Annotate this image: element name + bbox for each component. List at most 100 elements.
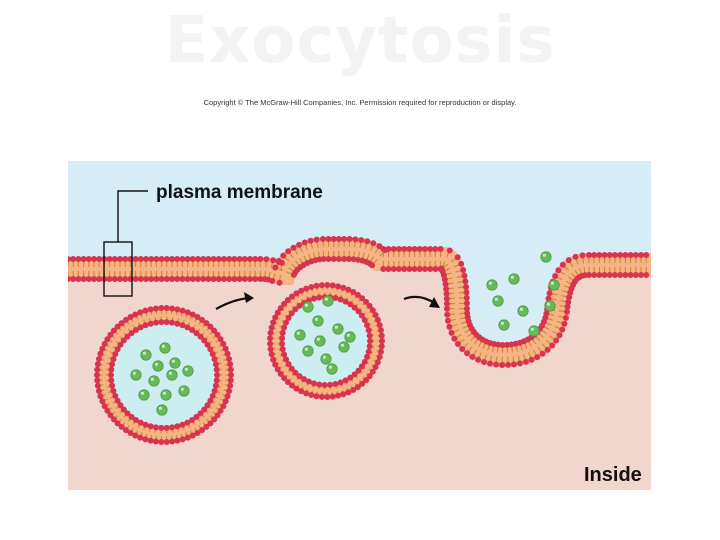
lipid-head — [372, 364, 379, 371]
lipid-head — [296, 241, 303, 248]
molecule — [152, 360, 164, 372]
lipid-head — [374, 316, 381, 323]
lipid-head — [142, 421, 149, 428]
lipid-head — [411, 266, 418, 272]
lipid-head — [416, 266, 423, 272]
lipid-head — [227, 377, 234, 384]
molecule-highlight — [346, 333, 350, 337]
molecule-highlight — [510, 275, 514, 279]
lipid-head — [224, 350, 231, 357]
lipid-head — [462, 278, 469, 285]
molecule — [322, 295, 334, 307]
molecule-highlight — [530, 327, 534, 331]
lipid-head — [97, 350, 104, 357]
lipid-head — [189, 311, 196, 318]
lipid-head — [128, 330, 135, 337]
lipid-head — [505, 361, 512, 368]
lipid-head — [552, 273, 559, 280]
lipid-head — [308, 392, 315, 399]
lipid-head — [446, 247, 453, 254]
lipid-head — [132, 416, 139, 423]
molecule-highlight — [161, 344, 165, 348]
lipid-head — [189, 432, 196, 439]
lipid-head — [378, 332, 385, 339]
plasma-membrane-label: plasma membrane — [156, 182, 323, 203]
molecule — [312, 315, 324, 327]
lipid-head — [303, 390, 310, 397]
lipid-head — [528, 356, 535, 363]
lipid-head — [285, 361, 292, 368]
lipid-head — [128, 413, 135, 420]
lipid-head — [215, 256, 222, 262]
lipid-head — [493, 361, 500, 368]
lipid-head — [118, 423, 125, 430]
lipid-head — [184, 256, 191, 262]
lipid-head — [127, 430, 134, 437]
lipid-head — [108, 366, 115, 373]
lipid-head — [459, 345, 466, 352]
lipid-head — [579, 252, 586, 259]
lipid-head — [163, 276, 170, 282]
lipid-head — [210, 276, 217, 282]
lipid-head — [214, 331, 221, 338]
lipid-head — [341, 236, 348, 242]
lipid-head — [499, 341, 506, 348]
lipid-head — [179, 436, 186, 443]
lipid-head — [354, 291, 361, 298]
lipid-head — [169, 319, 176, 326]
lipid-head — [330, 256, 337, 262]
lipid-head — [210, 256, 217, 262]
lipid-head — [340, 284, 347, 291]
lipid-head — [617, 252, 624, 258]
lipid-head — [443, 290, 450, 297]
lipid-head — [152, 424, 159, 431]
lipid-head — [117, 256, 123, 262]
lipid-head — [110, 387, 117, 394]
lipid-head — [226, 388, 233, 395]
molecule — [302, 345, 314, 357]
lipid-head — [101, 340, 108, 347]
lipid-head — [327, 381, 334, 388]
lipid-head — [332, 295, 339, 302]
lipid-head — [443, 295, 450, 302]
molecule — [302, 301, 314, 313]
lipid-head — [345, 389, 352, 396]
lipid-head — [335, 256, 342, 262]
lipid-head — [169, 424, 176, 431]
lipid-head — [280, 252, 287, 259]
lipid-head — [169, 276, 175, 282]
lipid-head — [279, 340, 286, 347]
lipid-head — [132, 311, 139, 318]
lipid-head — [200, 276, 207, 282]
lipid-head — [377, 327, 384, 334]
lipid-head — [169, 256, 175, 262]
lipid-head — [142, 436, 149, 443]
lipid-head — [227, 361, 234, 368]
lipid-head — [224, 393, 231, 400]
lipid-head — [292, 306, 299, 313]
lipid-head — [236, 276, 243, 282]
lipid-head — [346, 236, 353, 243]
lipid-head — [252, 256, 259, 262]
lipid-head — [127, 313, 134, 320]
lipid-head — [147, 437, 154, 444]
lipid-head — [363, 298, 370, 305]
lipid-head — [132, 432, 139, 439]
molecule-highlight — [142, 351, 146, 355]
lipid-head — [147, 306, 154, 313]
lipid-head — [308, 283, 315, 290]
molecule-highlight — [519, 307, 523, 311]
lipid-head — [91, 276, 97, 282]
lipid-head — [114, 397, 121, 404]
lipid-head — [442, 281, 449, 288]
lipid-head — [351, 304, 358, 311]
lipid-head — [329, 393, 336, 400]
lipid-head — [432, 266, 439, 272]
lipid-head — [213, 377, 220, 384]
lipid-head — [112, 392, 119, 399]
molecule-highlight — [340, 343, 344, 347]
lipid-head — [211, 387, 218, 394]
lipid-head — [298, 388, 305, 395]
lipid-head — [241, 256, 248, 262]
exocytosis-figure: plasma membrane Inside — [68, 161, 651, 490]
